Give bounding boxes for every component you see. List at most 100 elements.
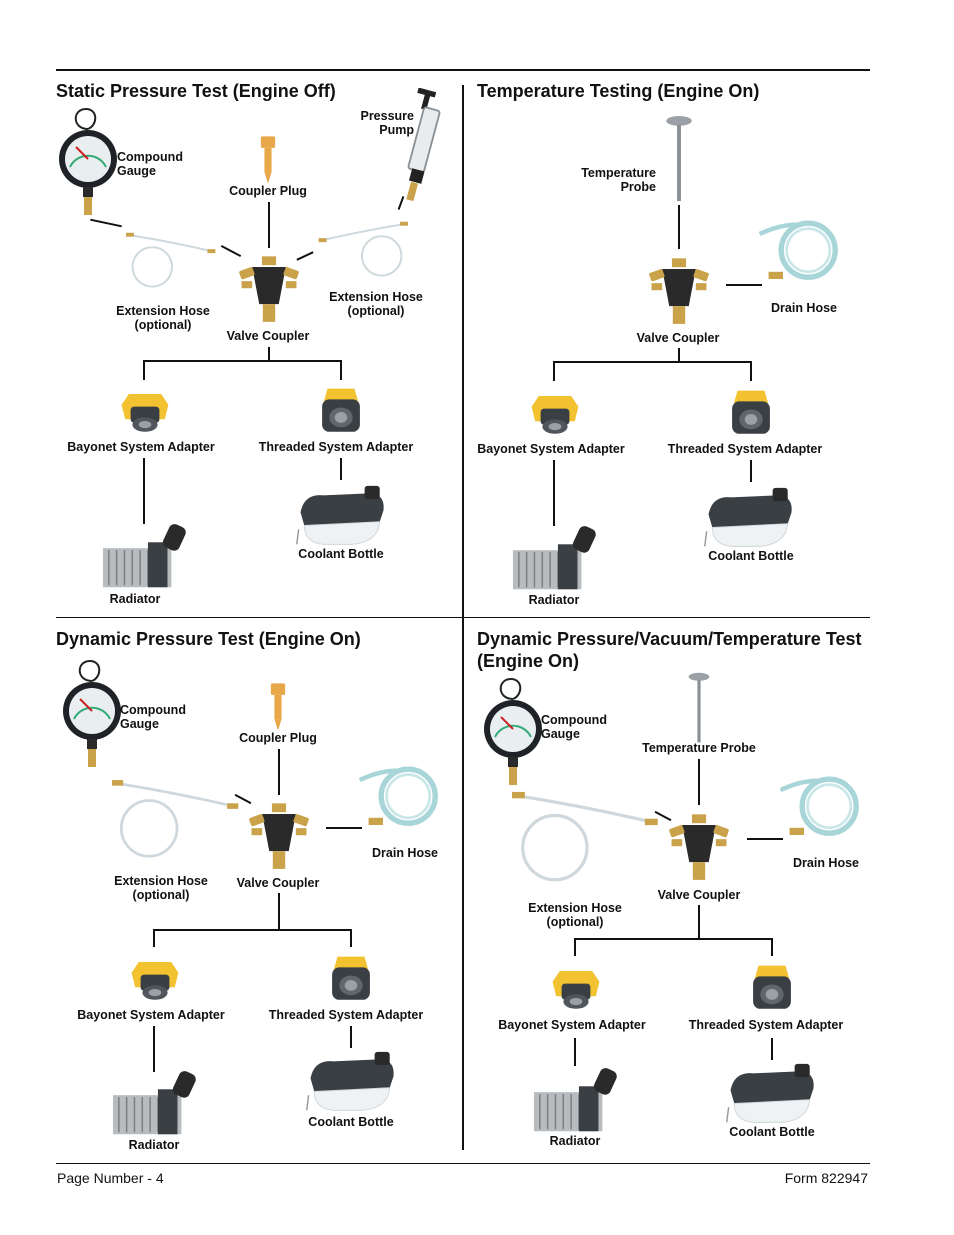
compound-gauge-icon — [483, 676, 543, 788]
panel-title: Temperature Testing (Engine On) — [477, 81, 760, 101]
drain-hose-label: Drain Hose — [771, 301, 837, 315]
coupler-plug-label: Coupler Plug — [239, 731, 317, 745]
radiator-icon — [532, 1064, 620, 1134]
middle-rule — [56, 617, 870, 618]
branch-bar — [574, 938, 773, 940]
connector-line — [326, 827, 362, 829]
valve-coupler-icon — [648, 252, 710, 332]
branch-bar — [143, 360, 342, 362]
page-number: Page Number - 4 — [57, 1170, 164, 1186]
branch-bar — [553, 361, 752, 363]
temperature-probe-label: Temperature Probe — [581, 166, 656, 194]
coolant-bottle-icon — [702, 486, 798, 552]
threaded-adapter-label: Threaded System Adapter — [268, 1008, 424, 1022]
extension-hose-icon — [112, 770, 242, 870]
drain-hose-icon — [356, 762, 446, 834]
branch-left — [153, 929, 155, 947]
panel-title: Static Pressure Test (Engine Off) — [56, 81, 336, 101]
extension-hose-label-right: Extension Hose (optional) — [329, 290, 423, 318]
branch-stem — [268, 347, 270, 361]
connector-line — [553, 460, 555, 526]
connector-line — [771, 1038, 773, 1060]
branch-right — [340, 360, 342, 380]
drain-hose-label: Drain Hose — [793, 856, 859, 870]
radiator-label: Radiator — [128, 1138, 180, 1152]
extension-hose-icon — [126, 222, 218, 300]
extension-hose-icon — [512, 788, 662, 888]
panel-title: Dynamic Pressure/Vacuum/Temperature Test… — [477, 629, 862, 671]
connector-line — [340, 458, 342, 480]
top-rule — [56, 69, 870, 71]
valve-coupler-icon — [668, 808, 730, 888]
drain-hose-label: Drain Hose — [372, 846, 438, 860]
branch-left — [574, 938, 576, 956]
coolant-bottle-label: Coolant Bottle — [308, 1115, 394, 1129]
connector-line — [678, 205, 680, 249]
valve-coupler-label: Valve Coupler — [657, 888, 741, 902]
valve-coupler-icon — [238, 250, 300, 330]
coolant-bottle-icon — [304, 1050, 400, 1116]
extension-hose-label: Extension Hose (optional) — [114, 874, 208, 902]
bayonet-adapter-icon — [115, 385, 175, 439]
radiator-icon — [111, 1067, 199, 1137]
connector-line — [698, 759, 700, 805]
pressure-pump-label: Pressure Pump — [360, 109, 414, 137]
drain-hose-icon — [756, 216, 846, 288]
branch-left — [553, 361, 555, 381]
branch-right — [750, 361, 752, 381]
branch-stem — [678, 348, 680, 362]
compound-gauge-label: Compound Gauge — [117, 150, 183, 178]
compound-gauge-label: Compound Gauge — [120, 703, 186, 731]
connector-line — [268, 202, 270, 248]
threaded-adapter-icon — [327, 953, 375, 1007]
connector-line — [750, 460, 752, 482]
connector-line — [726, 284, 762, 286]
connector-line — [278, 749, 280, 795]
threaded-adapter-label: Threaded System Adapter — [258, 440, 414, 454]
radiator-icon — [101, 520, 189, 590]
threaded-adapter-icon — [748, 962, 796, 1016]
drain-hose-icon — [777, 772, 867, 844]
connector-line — [90, 218, 122, 228]
valve-coupler-label: Valve Coupler — [236, 876, 320, 890]
bayonet-adapter-icon — [525, 387, 585, 441]
branch-left — [143, 360, 145, 380]
branch-right — [771, 938, 773, 956]
coolant-bottle-icon — [294, 484, 390, 550]
threaded-adapter-label: Threaded System Adapter — [688, 1018, 844, 1032]
coolant-bottle-icon — [724, 1062, 820, 1128]
bottom-rule — [56, 1163, 870, 1164]
compound-gauge-icon — [62, 658, 122, 770]
radiator-label: Radiator — [528, 593, 580, 607]
bayonet-adapter-label: Bayonet System Adapter — [477, 442, 625, 456]
threaded-adapter-label: Threaded System Adapter — [667, 442, 823, 456]
coupler-plug-icon — [255, 135, 281, 185]
connector-line — [143, 458, 145, 524]
valve-coupler-icon — [248, 797, 310, 877]
extension-hose-icon — [316, 208, 408, 292]
threaded-adapter-icon — [317, 385, 365, 439]
connector-line — [747, 838, 783, 840]
branch-stem — [698, 905, 700, 939]
radiator-icon — [511, 522, 599, 592]
valve-coupler-label: Valve Coupler — [636, 331, 720, 345]
connector-line — [350, 1026, 352, 1048]
coolant-bottle-label: Coolant Bottle — [729, 1125, 815, 1139]
bayonet-adapter-label: Bayonet System Adapter — [77, 1008, 225, 1022]
radiator-label: Radiator — [549, 1134, 601, 1148]
threaded-adapter-icon — [727, 387, 775, 441]
extension-hose-label: Extension Hose (optional) — [528, 901, 622, 929]
coupler-plug-label: Coupler Plug — [229, 184, 307, 198]
bayonet-adapter-label: Bayonet System Adapter — [67, 440, 215, 454]
valve-coupler-label: Valve Coupler — [226, 329, 310, 343]
radiator-label: Radiator — [109, 592, 161, 606]
bayonet-adapter-icon — [546, 962, 606, 1016]
pressure-pump-icon — [400, 88, 448, 206]
branch-bar — [153, 929, 352, 931]
temperature-probe-icon — [684, 672, 714, 744]
compound-gauge-icon — [58, 106, 118, 218]
bayonet-adapter-icon — [125, 953, 185, 1007]
temperature-probe-icon — [664, 115, 694, 203]
bayonet-adapter-label: Bayonet System Adapter — [498, 1018, 646, 1032]
compound-gauge-label: Compound Gauge — [541, 713, 607, 741]
